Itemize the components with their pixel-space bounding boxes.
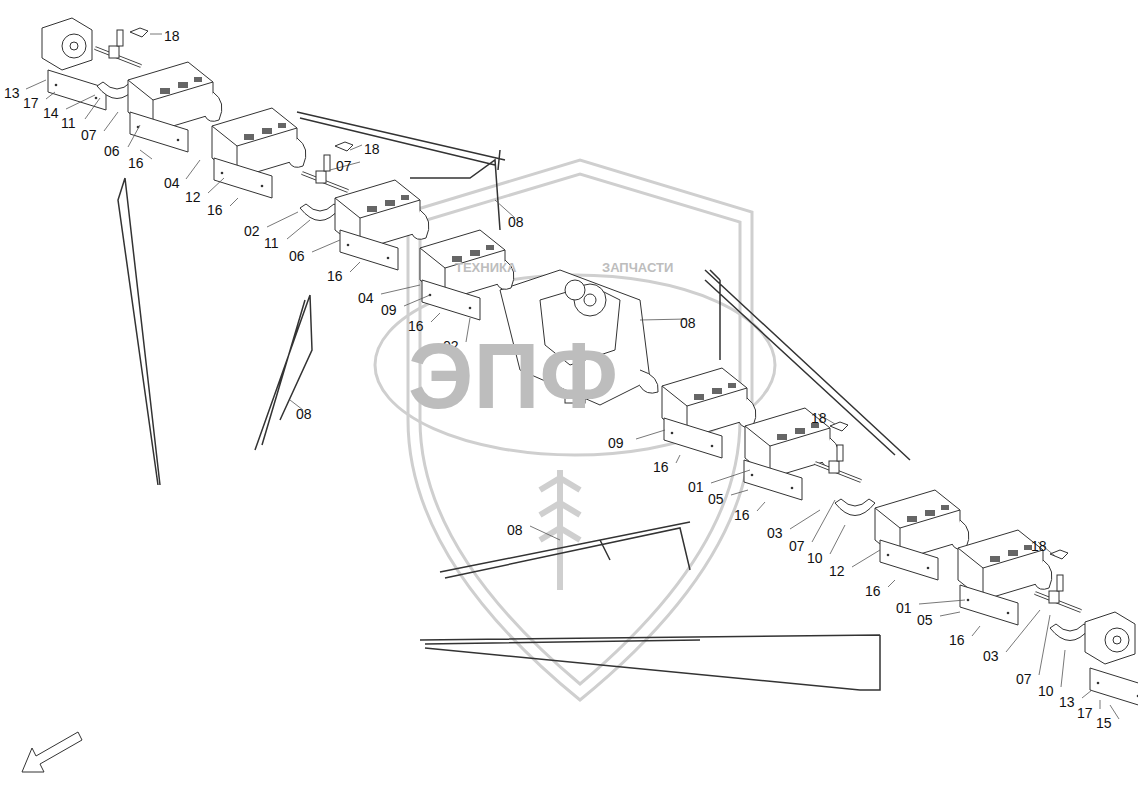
callout-number: 16: [207, 203, 223, 217]
callout-number: 08: [508, 215, 524, 229]
callout-number: 07: [1016, 672, 1032, 686]
callout-number: 08: [680, 316, 696, 330]
callout-number: 10: [807, 551, 823, 565]
callout-number: 12: [829, 564, 845, 578]
callout-number: 11: [61, 116, 76, 130]
direction-arrow: [22, 732, 82, 772]
callout-number: 18: [811, 411, 827, 425]
callout-number: 16: [653, 460, 669, 474]
callout-number: 05: [708, 492, 724, 506]
callout-number: 07: [336, 159, 352, 173]
callout-number: 01: [896, 601, 912, 615]
callout-number: 17: [1077, 706, 1093, 720]
callout-number: 11: [264, 236, 279, 250]
frame-rods: [118, 112, 910, 690]
callout-number: 18: [1031, 539, 1047, 553]
watermark-text: ТЕХНИКА: [455, 261, 516, 274]
callout-number: 13: [4, 86, 20, 100]
callout-number: 07: [81, 128, 97, 142]
watermark-shield: [375, 160, 775, 700]
callout-number: 03: [983, 649, 999, 663]
callout-number: 16: [865, 584, 881, 598]
callout-number: 10: [1038, 684, 1054, 698]
callout-number: 06: [289, 249, 305, 263]
callout-number: 18: [364, 142, 380, 156]
callout-number: 08: [507, 523, 523, 537]
callout-number: 16: [128, 156, 144, 170]
callout-number: 01: [688, 480, 704, 494]
callout-number: 09: [608, 436, 624, 450]
callout-number: 14: [43, 106, 59, 120]
callout-number: 03: [767, 526, 783, 540]
callout-number: 16: [734, 508, 750, 522]
callout-number: 08: [296, 407, 312, 421]
callout-number: 16: [327, 269, 343, 283]
callout-number: 06: [104, 144, 120, 158]
callout-number: 16: [949, 633, 965, 647]
callout-number: 04: [164, 176, 180, 190]
callout-number: 17: [23, 96, 39, 110]
callout-number: 12: [185, 190, 201, 204]
callout-number: 05: [917, 613, 933, 627]
callout-number: 18: [164, 29, 180, 43]
callout-number: 04: [358, 291, 374, 305]
callout-number: 07: [789, 539, 805, 553]
auger-housings: [42, 18, 1138, 708]
leader-lines: [26, 34, 1119, 719]
watermark-text: ЭПФ: [408, 330, 618, 422]
watermark-text: ЗАПЧАСТИ: [602, 261, 673, 274]
callout-number: 02: [244, 224, 260, 238]
callout-number: 15: [1096, 716, 1112, 730]
callout-number: 13: [1059, 695, 1075, 709]
callout-number: 09: [381, 303, 397, 317]
